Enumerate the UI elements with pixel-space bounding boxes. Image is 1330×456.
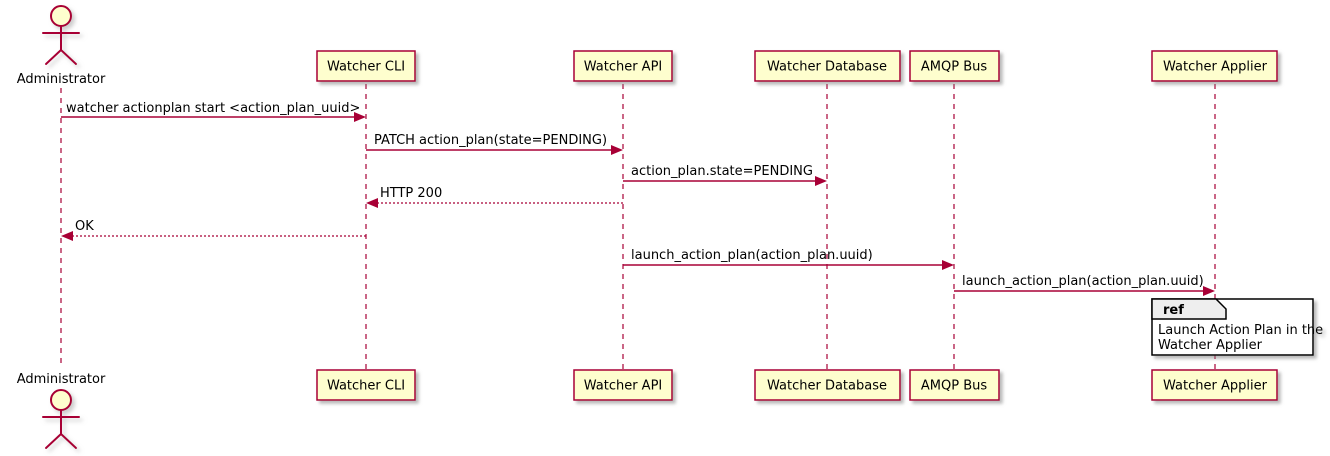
participant-watcher-api-top[interactable]: Watcher API — [573, 50, 673, 82]
arrow-head-icon — [354, 112, 366, 122]
message-2-patch-action-plan[interactable]: PATCH action_plan(state=PENDING) — [366, 133, 623, 155]
message-label: PATCH action_plan(state=PENDING) — [374, 133, 607, 148]
message-label: launch_action_plan(action_plan.uuid) — [962, 274, 1204, 289]
ref-fragment-line-2: Watcher Applier — [1158, 338, 1263, 353]
participant-box — [754, 369, 901, 401]
participant-watcher-applier-top[interactable]: Watcher Applier — [1151, 50, 1278, 82]
ref-fragment[interactable]: ref Launch Action Plan in the Watcher Ap… — [1151, 298, 1323, 356]
participant-amqp-bus-top[interactable]: AMQP Bus — [909, 50, 1000, 82]
arrow-head-icon — [611, 145, 623, 155]
participant-label: Watcher Database — [767, 60, 887, 75]
participant-label: Watcher Applier — [1163, 379, 1268, 394]
arrow-head-icon — [942, 260, 954, 270]
actor-administrator-top[interactable] — [42, 5, 80, 65]
actor-right-leg-line — [60, 49, 77, 65]
lifelines-group — [60, 84, 1216, 370]
participant-box — [316, 50, 416, 82]
actor-administrator-bottom[interactable] — [42, 389, 80, 449]
message-3-action-plan-state-pending[interactable]: action_plan.state=PENDING — [623, 164, 827, 186]
message-6-launch-action-plan-to-amqp[interactable]: launch_action_plan(action_plan.uuid) — [623, 248, 954, 270]
participant-watcher-cli-top[interactable]: Watcher CLI — [316, 50, 416, 82]
participant-amqp-bus-bottom[interactable]: AMQP Bus — [909, 369, 1000, 401]
participant-label: Watcher CLI — [327, 60, 405, 75]
message-5-ok[interactable]: OK — [61, 219, 366, 241]
actor-left-leg-line — [45, 433, 62, 449]
participant-watcher-api-bottom[interactable]: Watcher API — [573, 369, 673, 401]
message-label: OK — [75, 219, 94, 234]
message-1-watcher-actionplan-start[interactable]: watcher actionplan start <action_plan_uu… — [61, 101, 366, 122]
arrow-head-icon — [815, 176, 827, 186]
actor-head-icon — [50, 389, 72, 411]
arrow-head-icon — [366, 198, 378, 208]
participant-box — [573, 50, 673, 82]
message-label: HTTP 200 — [380, 186, 442, 201]
message-label: launch_action_plan(action_plan.uuid) — [631, 248, 873, 263]
participant-label: Watcher Database — [767, 379, 887, 394]
arrow-head-icon — [61, 231, 73, 241]
message-label: watcher actionplan start <action_plan_uu… — [66, 101, 360, 116]
participant-label: Watcher CLI — [327, 379, 405, 394]
actor-head-icon — [50, 5, 72, 27]
participant-watcher-applier-bottom[interactable]: Watcher Applier — [1151, 369, 1278, 401]
message-label: action_plan.state=PENDING — [631, 164, 813, 179]
participant-watcher-cli-bottom[interactable]: Watcher CLI — [316, 369, 416, 401]
participant-label: Watcher Applier — [1163, 60, 1268, 75]
actor-label-administrator-bottom: Administrator — [17, 372, 106, 387]
message-7-launch-action-plan-to-applier[interactable]: launch_action_plan(action_plan.uuid) — [954, 274, 1215, 296]
participant-label: Watcher API — [584, 60, 663, 75]
participant-label: Watcher API — [584, 379, 663, 394]
participant-box — [754, 50, 901, 82]
participant-label: AMQP Bus — [921, 60, 987, 75]
actor-label-administrator-top: Administrator — [17, 72, 106, 87]
ref-fragment-tab-label: ref — [1163, 303, 1184, 318]
ref-fragment-tab — [1151, 298, 1227, 320]
participant-watcher-database-bottom[interactable]: Watcher Database — [754, 369, 901, 401]
actor-left-leg-line — [45, 49, 62, 65]
message-4-http-200[interactable]: HTTP 200 — [366, 186, 623, 208]
participant-box — [1151, 50, 1278, 82]
ref-fragment-line-1: Launch Action Plan in the — [1158, 323, 1323, 338]
participant-box — [1151, 369, 1278, 401]
participant-box — [573, 369, 673, 401]
arrow-head-icon — [1203, 286, 1215, 296]
participant-box — [316, 369, 416, 401]
participant-label: AMQP Bus — [921, 379, 987, 394]
participant-box — [909, 50, 1000, 82]
participant-watcher-database-top[interactable]: Watcher Database — [754, 50, 901, 82]
participant-box — [909, 369, 1000, 401]
actor-right-leg-line — [60, 433, 77, 449]
